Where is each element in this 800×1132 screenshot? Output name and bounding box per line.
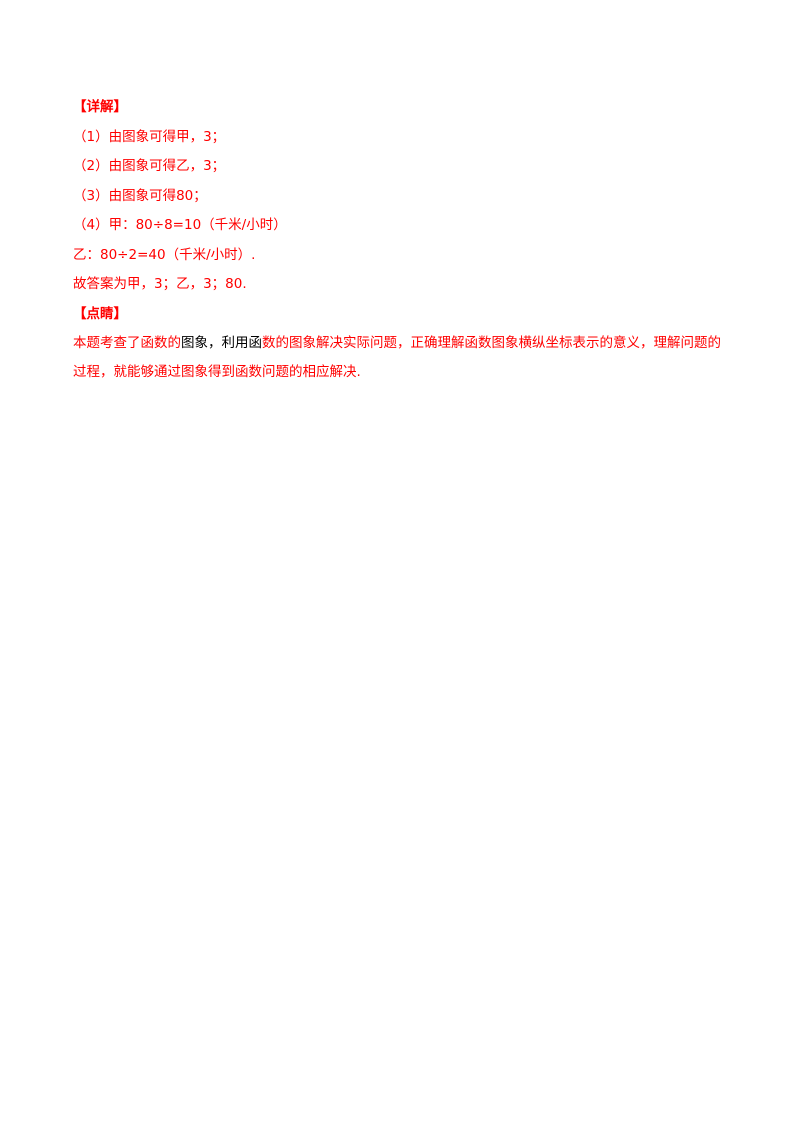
step-5: 乙：80÷2=40（千米/小时）. — [73, 246, 256, 263]
comment-part-3: 数的图象解决实际问题，正确理解函数图象横纵坐标表示的意义，理解问题的过程，就能够… — [73, 335, 721, 380]
comment-heading: 【点睛】 — [73, 305, 127, 322]
detail-heading: 【详解】 — [73, 99, 127, 115]
answer-line: 故答案为甲，3；乙，3；80. — [73, 276, 247, 292]
step-1: （1）由图象可得甲，3； — [73, 128, 226, 145]
step-2: （2）由图象可得乙，3； — [73, 158, 226, 174]
comment-paragraph: 本题考查了函数的图象，利用函数的图象解决实际问题，正确理解函数图象横纵坐标表示的… — [73, 329, 728, 387]
step-3: （3）由图象可得80； — [73, 187, 207, 204]
step-4: （4）甲：80÷8=10（千米/小时） — [73, 217, 287, 233]
comment-part-1: 本题考查了函数的 — [73, 335, 181, 351]
comment-part-2: 图象，利用函 — [181, 335, 262, 351]
solution-content: 【详解】 （1）由图象可得甲，3； （2）由图象可得乙，3； （3）由图象可得8… — [73, 93, 728, 387]
